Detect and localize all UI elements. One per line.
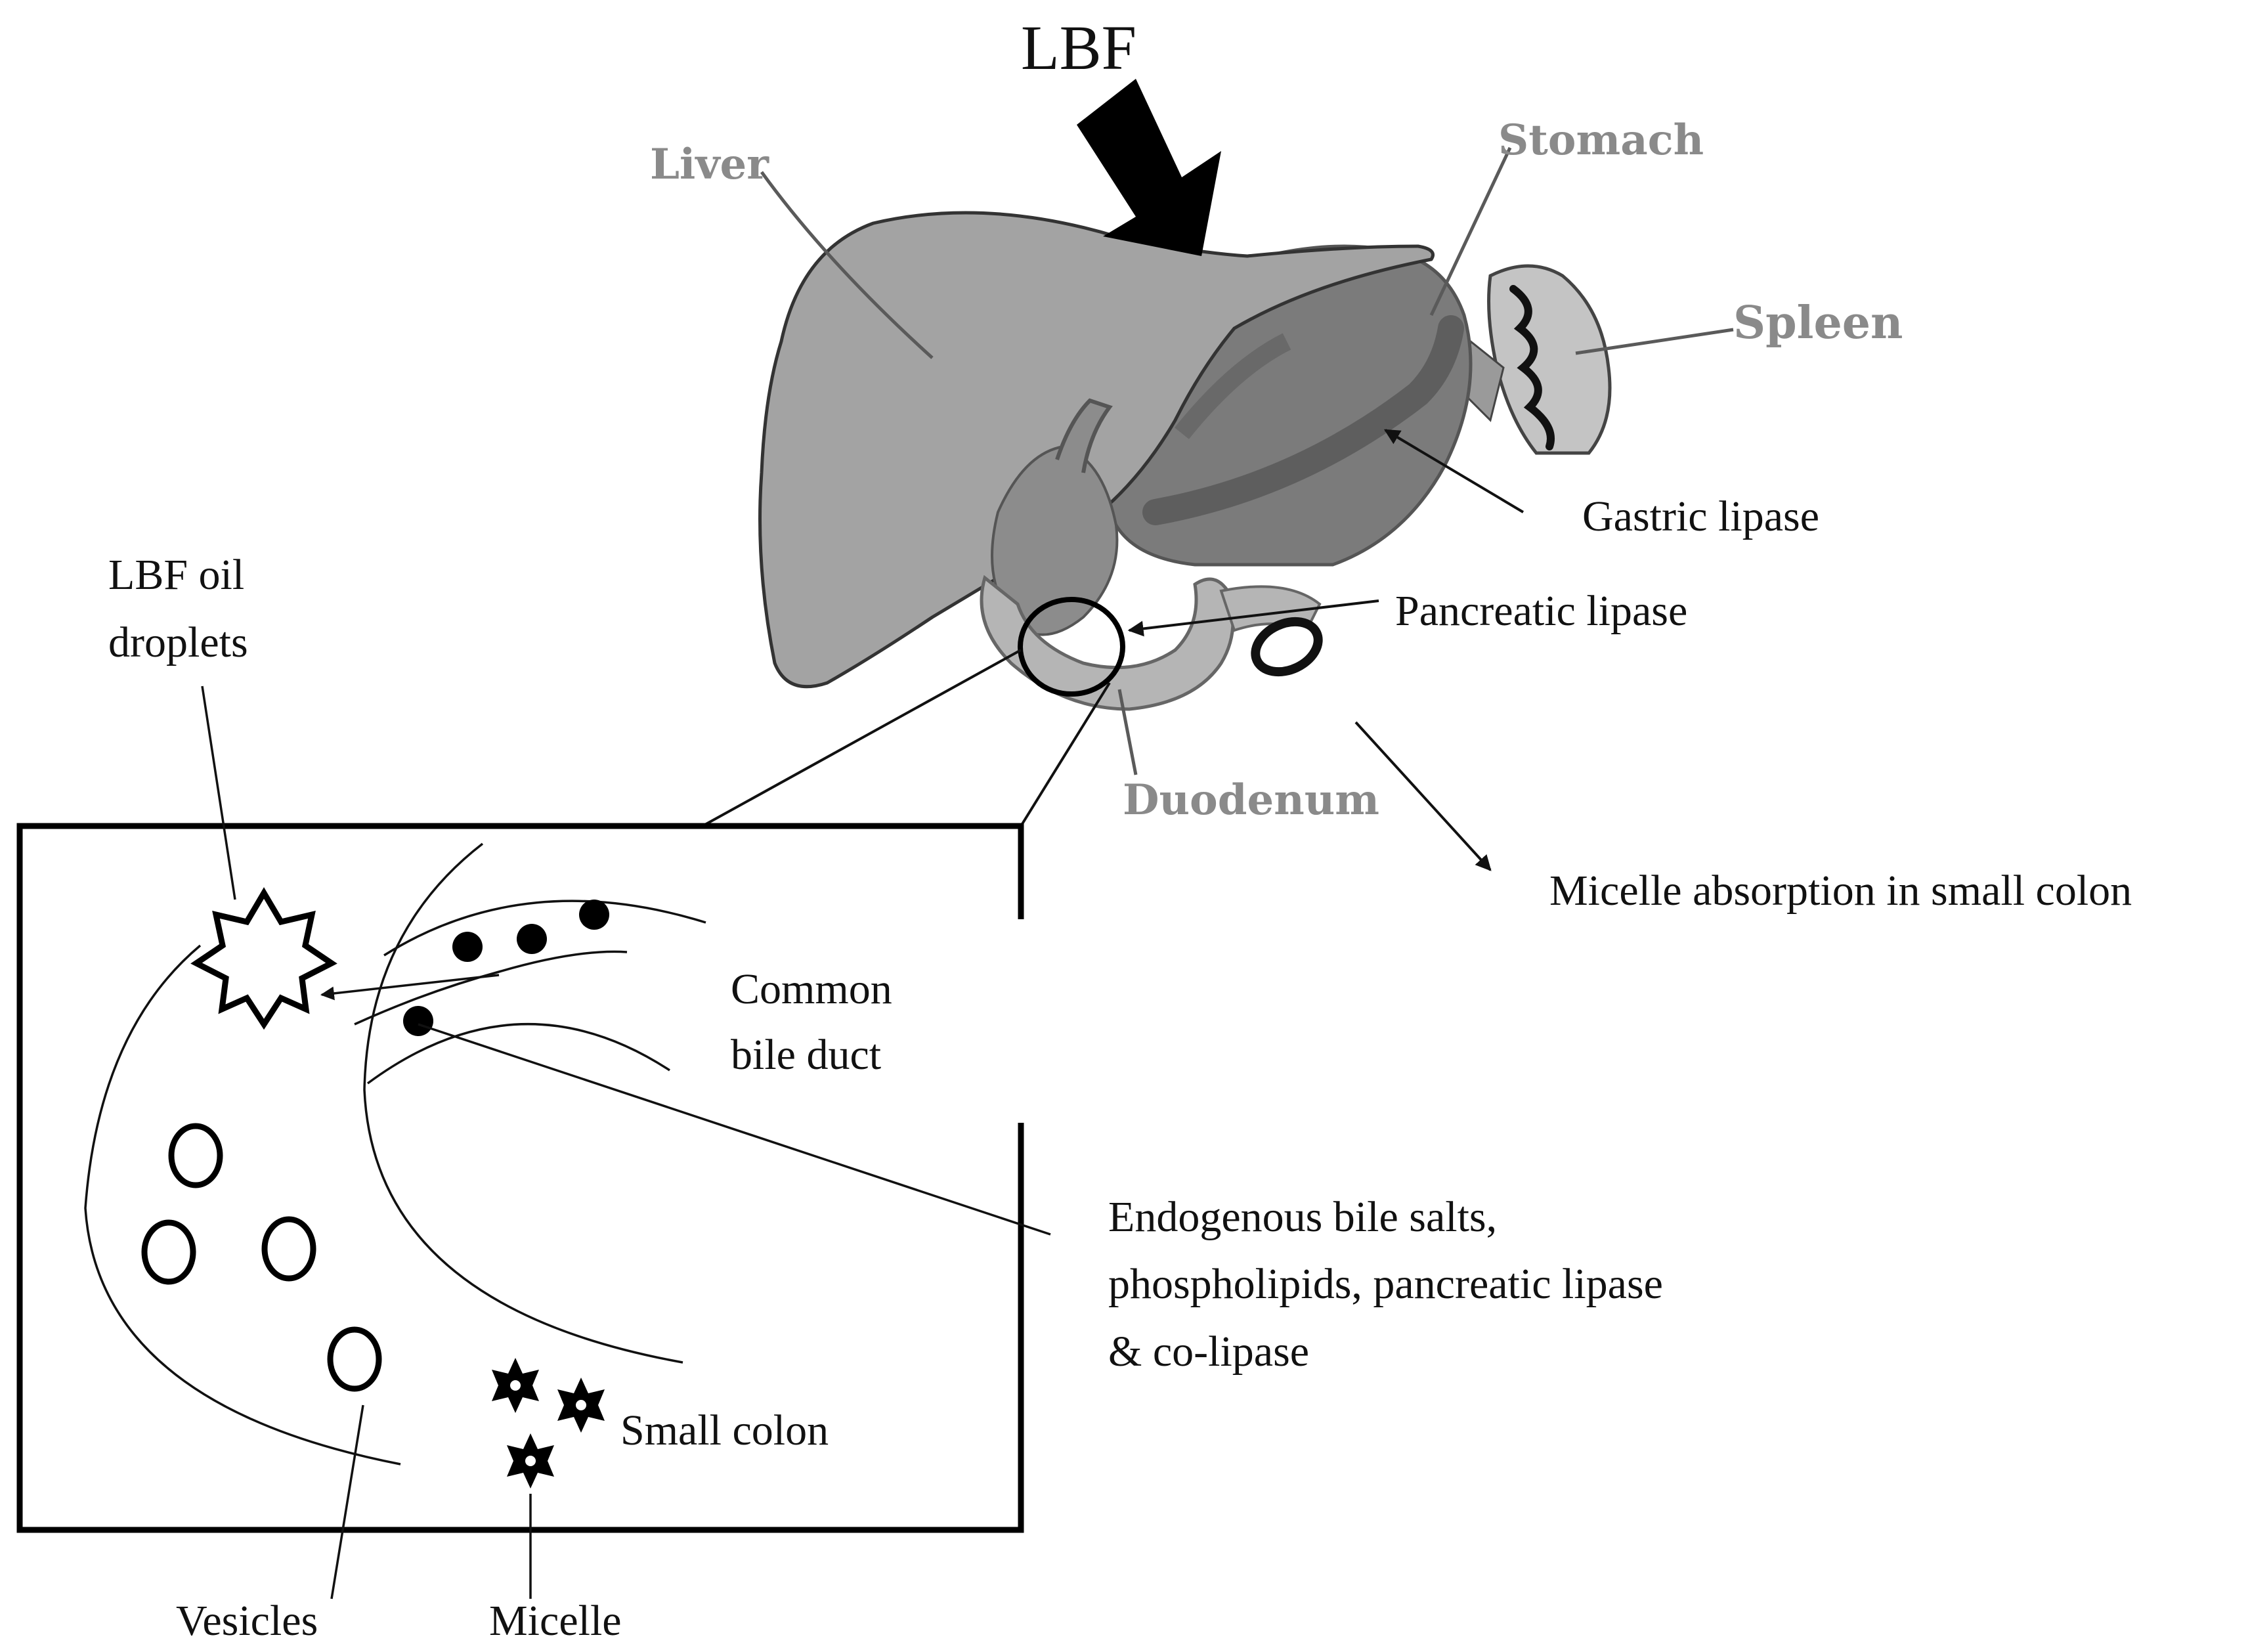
vesicle xyxy=(141,1219,196,1285)
common-bile-duct-label-line1: Common xyxy=(731,965,892,1013)
micelle-star xyxy=(557,1378,605,1433)
lbf-oil-droplets-label-line2: droplets xyxy=(108,619,248,666)
bile-duct-upper xyxy=(383,900,706,957)
lbf-oil-droplets-label-line1: LBF oil xyxy=(108,551,244,599)
bile-salt-dot xyxy=(579,900,609,930)
vesicles-pointer xyxy=(330,1404,364,1599)
inset-box xyxy=(16,823,1027,1533)
small-colon-label: Small colon xyxy=(620,1406,829,1454)
endogenous-label-line2: phospholipids, pancreatic lipase xyxy=(1108,1260,1663,1308)
colon-wall-outer xyxy=(84,944,401,1466)
oil-droplet-pointer xyxy=(201,685,236,900)
endogenous-pointer xyxy=(418,1023,1051,1236)
vesicle xyxy=(327,1326,382,1392)
micelle-star xyxy=(507,1433,554,1489)
spleen-shape xyxy=(1463,264,1612,455)
lbf-arrow xyxy=(1077,79,1221,256)
vesicle xyxy=(168,1123,223,1188)
pancreatic-lipase-arrow xyxy=(1127,599,1379,637)
micelle-absorption-arrow xyxy=(1354,721,1492,871)
bile-salt-dot xyxy=(517,924,547,954)
bile-salt-dot xyxy=(452,932,483,962)
liver-label: Liver xyxy=(650,140,769,189)
duodenum-pointer xyxy=(1117,689,1138,775)
bile-duct-lower xyxy=(366,1022,670,1085)
colon-wall-inner xyxy=(363,842,683,1364)
vesicle xyxy=(261,1216,316,1282)
bile-duct-middle xyxy=(354,950,628,1026)
stomach-pointer xyxy=(1429,146,1512,316)
inset-border-gap xyxy=(1014,919,1027,1123)
gastric-lipase-label: Gastric lipase xyxy=(1582,492,1819,540)
micelle-star xyxy=(492,1358,539,1413)
bile-salt-dot xyxy=(403,1006,433,1036)
duodenum-ring xyxy=(1251,617,1323,677)
bile-to-droplet-arrow xyxy=(320,974,500,1001)
stomach-label: Stomach xyxy=(1498,116,1704,165)
endogenous-label-line3: & co-lipase xyxy=(1108,1328,1309,1376)
pancreatic-lipase-label: Pancreatic lipase xyxy=(1395,587,1687,635)
zoom-line-left xyxy=(702,649,1022,827)
liver-shape xyxy=(758,211,1435,689)
spleen-label: Spleen xyxy=(1733,297,1903,349)
gastric-lipase-arrow xyxy=(1383,429,1524,513)
endogenous-label-line1: Endogenous bile salts, xyxy=(1108,1193,1497,1241)
lbf-label: LBF xyxy=(1021,12,1136,83)
duodenum-focus-circle xyxy=(1018,597,1125,697)
inset-frame xyxy=(16,823,1024,1533)
oil-droplet-star xyxy=(190,887,337,1030)
common-bile-duct-label-line2: bile duct xyxy=(731,1031,881,1079)
duodenum-label: Duodenum xyxy=(1123,775,1379,825)
zoom-line-right xyxy=(1020,682,1111,827)
vesicles-label: Vesicles xyxy=(176,1597,318,1645)
micelle-absorption-label: Micelle absorption in small colon xyxy=(1549,867,2132,915)
organ-illustration xyxy=(758,211,1612,711)
liver-pointer xyxy=(760,171,934,359)
spleen-pointer xyxy=(1575,328,1734,355)
micelle-label: Micelle xyxy=(489,1597,622,1645)
